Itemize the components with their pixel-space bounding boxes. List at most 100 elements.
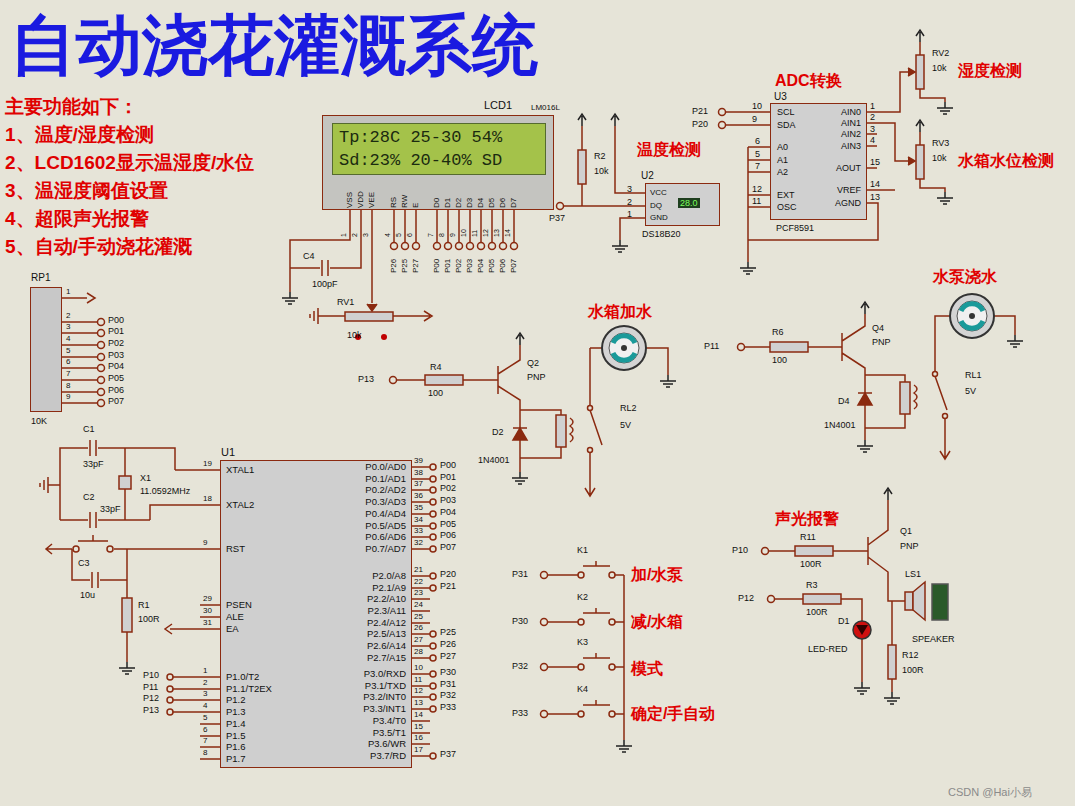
part-label: P30 bbox=[512, 616, 528, 626]
part-label: 5V bbox=[965, 386, 976, 396]
part-ref: U1 bbox=[221, 446, 235, 459]
feature-text: 主要功能如下： bbox=[5, 96, 138, 118]
pin-number: 4 bbox=[66, 334, 70, 343]
pin-name: P2.4/A12 bbox=[367, 618, 406, 629]
pin-number: 17 bbox=[414, 745, 423, 754]
pin-name: D2 bbox=[454, 198, 463, 208]
pin-name: VREF bbox=[837, 185, 861, 195]
part-ref: RP1 bbox=[31, 272, 50, 284]
pin-name: E bbox=[411, 203, 420, 208]
part-label: P33 bbox=[512, 708, 528, 718]
pin-name: P1.3 bbox=[226, 707, 246, 718]
pin-name: P3.0/RXD bbox=[364, 669, 406, 680]
feature-text: 3、温湿度阈值设置 bbox=[5, 180, 168, 202]
section-label: 水泵浇水 bbox=[933, 268, 997, 286]
part-label: 1 bbox=[870, 101, 875, 111]
part-label: PNP bbox=[872, 337, 891, 347]
pin-number: 26 bbox=[414, 623, 423, 632]
pin-number: 32 bbox=[414, 538, 423, 547]
pin-name: P2.7/A15 bbox=[367, 653, 406, 664]
part-label: D4 bbox=[838, 396, 850, 406]
pin-number: 36 bbox=[414, 491, 423, 500]
pin-number: 39 bbox=[414, 456, 423, 465]
section-label: 温度检测 bbox=[637, 141, 701, 159]
part-label: C2 bbox=[83, 492, 95, 502]
part-label: 3 bbox=[870, 124, 875, 134]
part-label: P12 bbox=[738, 593, 754, 603]
part-value: 10K bbox=[31, 416, 47, 426]
part-label: R1 bbox=[138, 600, 150, 610]
pin-number: 11 bbox=[471, 230, 479, 237]
part-label: P11 bbox=[704, 341, 719, 351]
pin-name: ALE bbox=[226, 612, 244, 623]
pin-name: SCL bbox=[777, 107, 795, 117]
pin-number: 28 bbox=[414, 647, 423, 656]
part-label: R11 bbox=[800, 532, 816, 542]
part-label: P31 bbox=[512, 569, 528, 579]
pin-name: AIN0 bbox=[841, 107, 861, 117]
part-label: 5V bbox=[620, 420, 631, 430]
feature-text: 2、LCD1602显示温湿度/水位 bbox=[5, 152, 254, 174]
net-label: P05 bbox=[487, 259, 496, 273]
part-label: Q1 bbox=[900, 526, 912, 536]
pin-number: 9 bbox=[203, 538, 207, 547]
net-label: P37 bbox=[440, 749, 456, 759]
part-label: Q2 bbox=[527, 358, 539, 368]
part-label: 10k bbox=[347, 330, 362, 340]
net-label: P07 bbox=[108, 396, 124, 406]
pin-number: 2 bbox=[66, 311, 70, 320]
net-label: P05 bbox=[440, 519, 456, 529]
pin-number: 14 bbox=[504, 229, 512, 237]
section-label: 湿度检测 bbox=[958, 62, 1022, 80]
net-label: P01 bbox=[108, 326, 124, 336]
pin-name: P2.6/A14 bbox=[367, 641, 406, 652]
part-label: 10u bbox=[80, 590, 95, 600]
pin-name: P0.5/AD5 bbox=[365, 521, 406, 532]
pin-name: OSC bbox=[777, 202, 797, 212]
net-label: P20 bbox=[440, 569, 456, 579]
net-label: P27 bbox=[411, 259, 420, 273]
net-label: P06 bbox=[440, 530, 456, 540]
part-ref: U2 bbox=[641, 170, 654, 182]
net-label: P06 bbox=[108, 385, 124, 395]
part-label: 7 bbox=[755, 161, 760, 171]
pin-number: 33 bbox=[414, 526, 423, 535]
pin-number: 3 bbox=[362, 233, 370, 237]
pin-number: 12 bbox=[414, 686, 423, 695]
pin-name: VSS bbox=[345, 192, 354, 208]
pin-number: 11 bbox=[414, 675, 422, 684]
part-label: 2 bbox=[627, 197, 632, 207]
part-label: 11.0592MHz bbox=[140, 486, 190, 496]
pin-name: P3.1/TXD bbox=[365, 681, 406, 692]
part-label: P13 bbox=[358, 374, 374, 384]
pin-number: 30 bbox=[203, 606, 212, 615]
part-label: RV2 bbox=[932, 48, 949, 58]
pin-number: 29 bbox=[203, 594, 212, 603]
pin-number: 2 bbox=[351, 233, 359, 237]
pin-name: P1.0/T2 bbox=[226, 672, 259, 683]
pin-name: D1 bbox=[443, 198, 452, 208]
part-label: K1 bbox=[577, 545, 588, 555]
temperature-sensor: U2VCCDQGND28.0DS18B20 bbox=[645, 183, 720, 226]
pin-name: P0.3/AD3 bbox=[365, 497, 406, 508]
section-label: 确定/手自动 bbox=[631, 705, 715, 723]
part-label: 11 bbox=[752, 196, 761, 206]
net-label: P04 bbox=[476, 259, 485, 273]
part-label: RV1 bbox=[337, 297, 354, 307]
net-label: P00 bbox=[432, 259, 441, 273]
pin-name: AIN2 bbox=[841, 129, 861, 139]
part-label: P20 bbox=[692, 119, 708, 129]
part-label: 10k bbox=[932, 153, 947, 163]
part-label: 12 bbox=[752, 184, 762, 194]
part-label: P32 bbox=[512, 661, 528, 671]
net-label: P02 bbox=[454, 259, 463, 273]
part-label: R2 bbox=[594, 151, 606, 161]
part-label: Q4 bbox=[872, 323, 884, 333]
lcd-line: Tp:28C 25-30 54% bbox=[339, 128, 502, 148]
pin-name: D7 bbox=[509, 198, 518, 208]
part-label: 33pF bbox=[100, 504, 121, 514]
pin-number: 5 bbox=[203, 713, 207, 722]
pin-name: P3.2/INT0 bbox=[363, 692, 406, 703]
net-label: P12 bbox=[143, 693, 159, 703]
pin-number: 4 bbox=[203, 701, 207, 710]
